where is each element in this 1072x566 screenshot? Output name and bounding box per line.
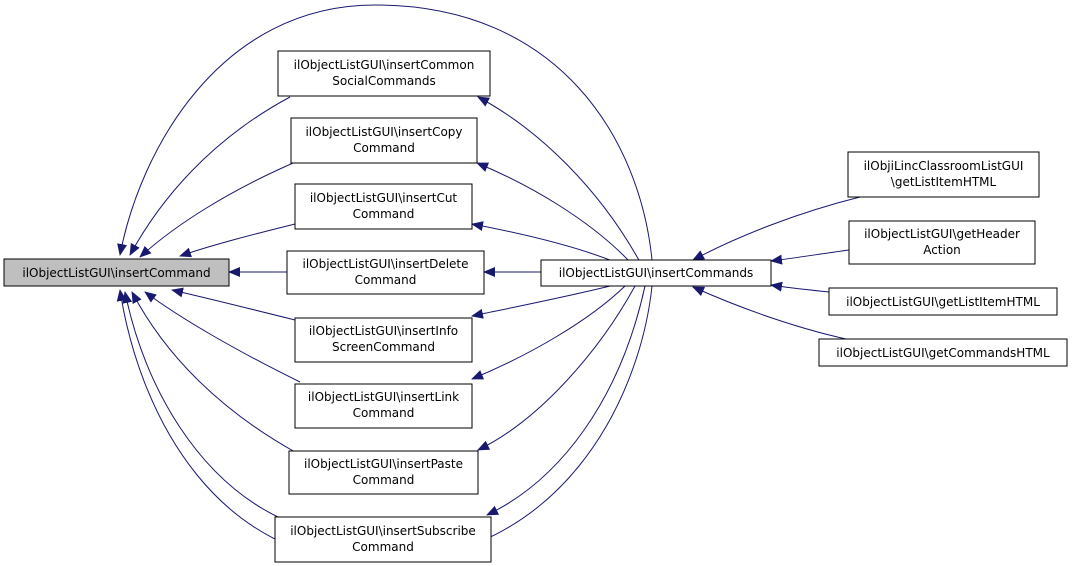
node-label-line-1: ilObjectListGUI\insertCut: [310, 191, 458, 205]
node-label-line-1: ilObjectListGUI\insertPaste: [304, 457, 463, 471]
node-label-line-1: ilObjectListGUI\insertCommon: [294, 58, 475, 72]
edge-insertcommands-to-insertcut: [471, 221, 616, 263]
node-label-line-2: Command: [353, 406, 415, 420]
node-label-line-2: Command: [353, 207, 415, 221]
node-label-line-2: ScreenCommand: [332, 340, 435, 354]
node-label-line-2: Command: [353, 473, 415, 487]
edge-insertpaste-to-insertcommand: [131, 291, 296, 453]
edge-lincgetlistitemhtml-to-insertcommands: [692, 196, 861, 261]
edge-insertcommands-to-insertcommonsocial: [477, 96, 641, 263]
node-insert-cut-command[interactable]: ilObjectListGUI\insertCut Command: [294, 183, 473, 230]
edge-getheaderaction-to-insertcommands: [770, 249, 850, 265]
node-get-commands-html[interactable]: ilObjectListGUI\getCommandsHTML: [818, 338, 1068, 367]
edge-insertcommands-to-insertsubscribe: [486, 285, 646, 516]
node-label-line-1: ilObjectListGUI\insertDelete: [302, 257, 468, 271]
edge-getlistitemhtml-to-insertcommands: [770, 281, 830, 293]
node-label: ilObjectListGUI\getListItemHTML: [846, 295, 1040, 309]
node-label: ilObjectListGUI\insertCommands: [559, 266, 754, 280]
edge-insertsubscribe-to-insertcommand: [122, 291, 281, 519]
node-label-line-1: ilObjectListGUI\getHeader: [864, 227, 1020, 241]
node-insert-link-command[interactable]: ilObjectListGUI\insertLink Command: [294, 383, 473, 429]
node-insert-command[interactable]: ilObjectListGUI\insertCommand: [3, 258, 230, 287]
node-label-line-1: ilObjectListGUI\insertInfo: [309, 324, 458, 338]
node-label-line-2: Command: [353, 141, 415, 155]
node-label-line-2: Command: [352, 540, 414, 554]
edge-insertlink-to-insertcommand: [144, 291, 301, 383]
node-linc-get-list-item-html[interactable]: ilObjiLincClassroomListGUI \getListItemH…: [847, 151, 1040, 198]
node-insert-delete-command[interactable]: ilObjectListGUI\insertDelete Command: [286, 250, 485, 295]
node-label-line-2: \getListItemHTML: [891, 175, 997, 189]
node-label-line-1: ilObjectListGUI\insertSubscribe: [290, 524, 476, 538]
edge-insertinfoscreen-to-insertcommand: [171, 287, 296, 321]
edge-insertcut-to-insertcommand: [179, 223, 296, 258]
node-get-header-action[interactable]: ilObjectListGUI\getHeader Action: [848, 220, 1036, 265]
node-get-list-item-html[interactable]: ilObjectListGUI\getListItemHTML: [828, 287, 1058, 316]
node-label-line-1: ilObjectListGUI\insertCopy: [305, 125, 462, 139]
edge-insertcommands-to-insertpaste: [477, 285, 636, 451]
node-label-line-2: SocialCommands: [332, 74, 436, 88]
node-insert-subscribe-command[interactable]: ilObjectListGUI\insertSubscribe Command: [274, 516, 492, 563]
edge-insertcommands-to-insertlink: [471, 285, 626, 380]
node-insert-copy-command[interactable]: ilObjectListGUI\insertCopy Command: [290, 117, 478, 164]
edge-insertcommands-to-insertcopy: [476, 162, 631, 263]
node-label: ilObjectListGUI\insertCommand: [22, 266, 210, 280]
edge-insertcommonsocial-to-insertcommand: [129, 96, 291, 256]
edge-insertcopy-to-insertcommand: [139, 159, 301, 258]
node-label-line-1: ilObjiLincClassroomListGUI: [864, 159, 1024, 173]
node-label-line-2: Command: [355, 273, 417, 287]
node-insert-paste-command[interactable]: ilObjectListGUI\insertPaste Command: [288, 450, 479, 495]
node-label: ilObjectListGUI\getCommandsHTML: [836, 346, 1050, 360]
edge-getcommandshtml-to-insertcommands: [692, 286, 861, 343]
node-label-line-2: Action: [923, 243, 961, 257]
node-insert-info-screen-command[interactable]: ilObjectListGUI\insertInfo ScreenCommand: [294, 317, 473, 363]
node-insert-common-social-commands[interactable]: ilObjectListGUI\insertCommon SocialComma…: [277, 50, 491, 97]
node-label-line-1: ilObjectListGUI\insertLink: [308, 390, 459, 404]
edge-insertcommands-to-insertcommand-top-arc: [117, 4, 653, 261]
node-insert-commands[interactable]: ilObjectListGUI\insertCommands: [540, 259, 772, 287]
edge-insertcommands-to-insertinfoscreen: [471, 285, 611, 319]
